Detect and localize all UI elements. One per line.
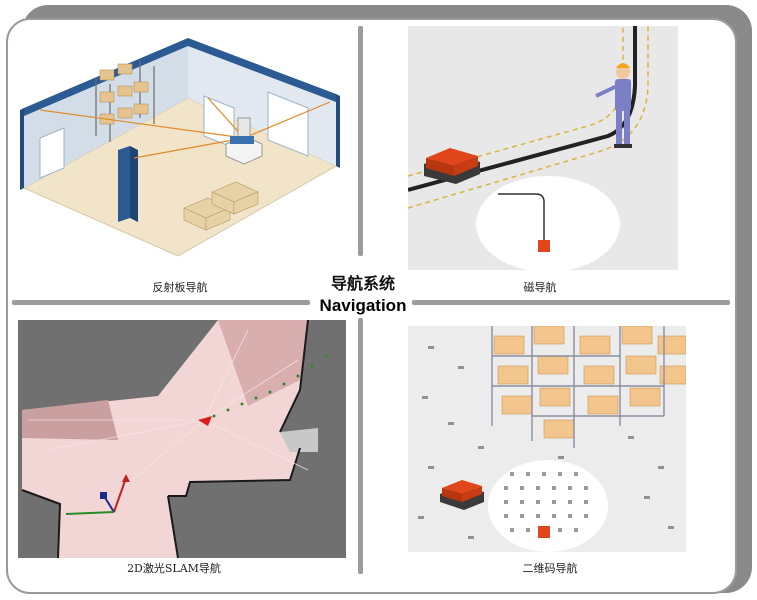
divider-vertical-bottom — [358, 318, 363, 574]
caption-reflector: 反射板导航 — [152, 281, 208, 294]
reflector-navigation-illustration — [18, 38, 340, 260]
qrcode-navigation-illustration — [408, 326, 686, 552]
title-en: Navigation — [319, 296, 407, 315]
slam-navigation-illustration — [18, 320, 346, 558]
center-title: 导航系统 Navigation — [308, 270, 418, 316]
divider-horizontal-left — [12, 300, 310, 305]
caption-magnetic: 磁导航 — [523, 281, 557, 294]
divider-horizontal-right — [412, 300, 730, 305]
caption-qrcode: 二维码导航 — [522, 562, 578, 575]
divider-vertical-top — [358, 26, 363, 256]
magnetic-navigation-illustration — [408, 26, 678, 270]
title-zh: 导航系统 — [330, 274, 395, 293]
caption-slam: 2D激光SLAM导航 — [127, 562, 221, 575]
